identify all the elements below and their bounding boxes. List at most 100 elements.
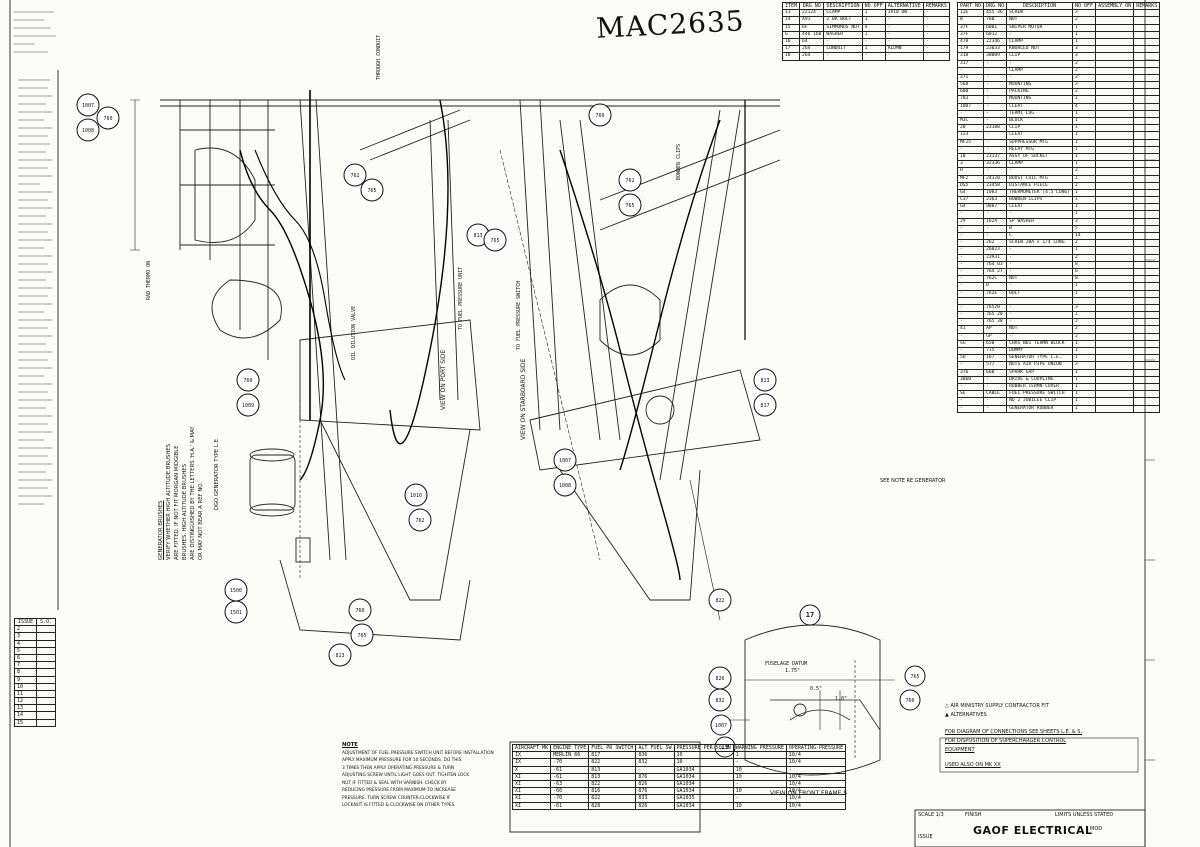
issue-cell — [36, 646, 56, 655]
engine-table-cell: GA1034 — [673, 787, 734, 796]
parts-main-cell — [1133, 66, 1161, 75]
parts-top-cell: - — [861, 37, 886, 47]
issue-cell: 12 — [13, 697, 38, 706]
parts-main-cell: 783 — [956, 95, 985, 104]
engine-table-cell: 10 — [732, 765, 787, 774]
parts-main-cell — [1095, 131, 1135, 140]
parts-main-cell: 2 — [1071, 9, 1097, 18]
parts-main-cell: 162A — [983, 217, 1008, 226]
parts-top-col: DESCRIPTION — [823, 1, 863, 11]
parts-main-cell — [1095, 390, 1135, 399]
parts-top-cell: - — [823, 37, 863, 47]
parts-main-cell: MOUNTING — [1006, 95, 1073, 104]
parts-main-cell: - — [1006, 282, 1073, 291]
parts-main-cell — [1095, 145, 1135, 154]
parts-main-cell: 650 — [983, 339, 1008, 349]
parts-main-cell: 30009 — [983, 52, 1008, 61]
generator-note-line: BRUSHES. HIGH ALTITUDE BRUSHES — [182, 463, 188, 560]
parts-main-cell: 8 — [956, 16, 985, 25]
engine-table-cell: 10 — [732, 801, 787, 810]
parts-top-header: ITEM DRG NO DESCRIPTION NO OFF ALTERNATI… — [781, 1, 950, 11]
parts-top-cell: 14 — [781, 16, 801, 25]
parts-main-cell: 24328 — [983, 174, 1008, 183]
parts-main-cell — [1095, 354, 1135, 363]
parts-main-cell: CLAMP — [1006, 66, 1073, 75]
engine-table-col: OPERATING PRESSURE — [785, 743, 847, 753]
parts-main-cell: - — [956, 275, 985, 284]
parts-main-cell — [1095, 66, 1135, 75]
parts-main-cell: 760 — [983, 16, 1008, 25]
svg-text:17: 17 — [806, 611, 814, 619]
issue-cell — [36, 711, 56, 720]
svg-text:THROUGH CONDUIT: THROUGH CONDUIT — [376, 35, 382, 80]
parts-top-cell: - — [884, 30, 924, 39]
parts-main-cell: 8 — [1071, 275, 1097, 284]
parts-main-cell: 1 — [1071, 404, 1097, 413]
parts-main-cell: 715 — [983, 346, 1008, 356]
parts-top-cell: 1 — [861, 9, 886, 18]
svg-text:765: 765 — [490, 238, 499, 244]
parts-top-cell: 264 — [799, 45, 825, 54]
parts-top-cell: - — [884, 23, 924, 32]
engine-table-cell: 826 — [635, 801, 675, 810]
parts-top-cell: - — [823, 52, 863, 61]
parts-main-cell: THERMOMETER (4.5 LONG) — [1006, 188, 1073, 198]
parts-main-cell: 167 — [983, 354, 1008, 363]
svg-text:0.5": 0.5" — [810, 686, 822, 692]
parts-main-cell: MF2 — [956, 174, 985, 183]
issue-label: ISSUE — [918, 834, 933, 840]
parts-main-cell: - — [1006, 267, 1073, 277]
svg-text:822: 822 — [715, 598, 724, 604]
parts-main-cell — [1133, 246, 1161, 255]
parts-main-cell: - — [983, 224, 1008, 234]
engine-table-cell: 10/4 — [785, 751, 847, 760]
parts-main-cell — [1095, 116, 1135, 126]
note-line: PRESSURE. TURN SCREW COUNTER-CLOCKWISE I… — [342, 795, 451, 801]
parts-main-cell: 262 — [983, 239, 1008, 248]
parts-main-cell: 318 — [956, 52, 985, 61]
parts-main-cell: - — [983, 59, 1008, 68]
parts-main-cell — [1133, 138, 1161, 147]
parts-top-cell: - — [922, 23, 950, 32]
parts-main-cell: - — [1006, 303, 1073, 313]
engine-table-cell: - — [635, 765, 675, 774]
mod-label: MOD — [1090, 826, 1103, 832]
parts-main-cell — [1006, 296, 1073, 305]
parts-main-cell: 2 — [1071, 88, 1097, 97]
parts-main-cell — [1133, 346, 1161, 356]
svg-text:1007: 1007 — [715, 723, 727, 729]
parts-main-cell: BOOST COIL MTG — [1006, 174, 1073, 183]
parts-main-cell: - — [956, 282, 985, 291]
parts-main-cell — [1133, 296, 1161, 305]
parts-main-cell — [983, 296, 1008, 305]
parts-main-cell: 3 — [1071, 45, 1097, 54]
parts-main-cell: 762E — [983, 289, 1008, 298]
parts-main-cell — [1095, 404, 1135, 413]
parts-main-cell: 41 — [956, 325, 985, 334]
parts-main-cell: CLEAT — [1006, 203, 1073, 212]
engine-table-cell: 10/4 — [785, 758, 847, 767]
note-line: NUT IF FITTED & SEAL WITH VARNISH. CHECK… — [342, 780, 447, 786]
generator-note-line: VERIFY WHETHER HIGH ALTITUDE BRUSHES — [166, 443, 172, 560]
parts-main-cell: - — [956, 346, 985, 356]
parts-main-row: -764 27-6 — [956, 267, 1161, 277]
parts-main-cell: - — [983, 109, 1008, 119]
parts-main-cell: 6012 — [983, 30, 1008, 39]
parts-top-col: ITEM — [781, 1, 801, 11]
svg-text:760: 760 — [595, 113, 604, 119]
legend-text: EQUIPMENT — [945, 747, 975, 753]
scale-label: SCALE 1/3 — [918, 812, 944, 818]
parts-main-cell: 1 — [1071, 188, 1097, 198]
engine-table-cell: 10/4 — [785, 787, 847, 796]
parts-main-cell — [1133, 289, 1161, 298]
parts-main-cell: - — [983, 131, 1008, 140]
parts-main-cell — [1133, 303, 1161, 313]
parts-main-cell: CLEAT — [1006, 131, 1073, 140]
parts-main-cell: - — [1006, 253, 1073, 262]
engine-table-cell: 832 — [635, 758, 675, 767]
